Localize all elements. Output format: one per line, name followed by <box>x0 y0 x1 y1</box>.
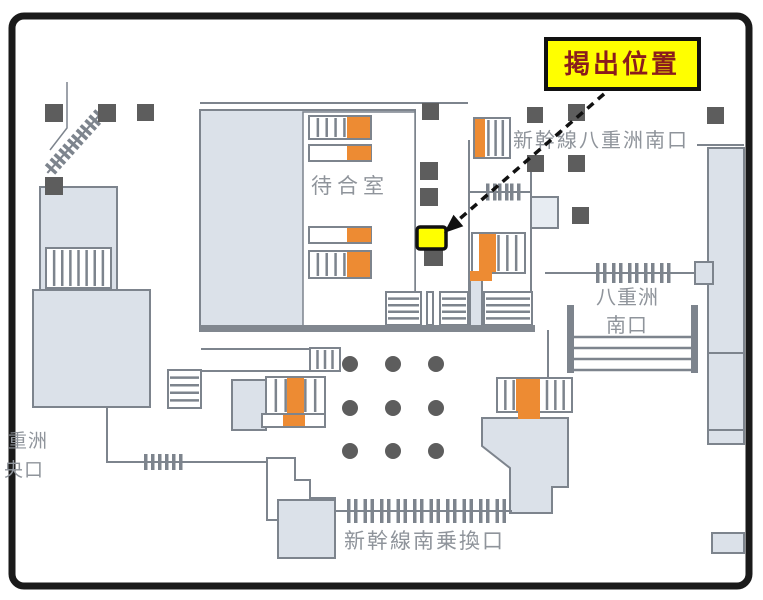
escalator-orange-segment <box>479 234 496 272</box>
stair-unit <box>426 291 434 326</box>
callout-arrow <box>444 92 606 233</box>
pillar <box>45 104 63 122</box>
gate-end-box <box>694 261 714 285</box>
stair-unit <box>439 291 469 326</box>
pillar <box>137 104 154 121</box>
stair-unit <box>483 291 533 326</box>
escalator-orange-segment <box>347 146 371 160</box>
concourse-wall <box>200 325 535 332</box>
pillar <box>422 103 439 120</box>
label-waiting-room: 待合室 <box>311 175 389 198</box>
column-dot <box>342 356 358 372</box>
corridor-strip <box>469 279 483 328</box>
stair-unit <box>265 376 326 415</box>
escalator-orange-segment <box>475 119 485 157</box>
label-shinkansen-south-transfer-gate: 新幹線南乗換口 <box>344 530 505 553</box>
label-yaesu: 八重洲 <box>596 286 659 309</box>
pillar <box>568 155 585 172</box>
stair-unit <box>470 232 526 281</box>
escalator-orange-segment <box>470 271 492 281</box>
column-dot <box>385 400 401 416</box>
column-dot <box>342 443 358 459</box>
gate-chain <box>144 454 183 470</box>
stair-unit <box>308 226 372 244</box>
center-landing-block <box>231 379 267 431</box>
label-shinkansen-yaesu-south-exit: 新幹線八重洲南口 <box>513 128 689 152</box>
pillar <box>98 104 116 122</box>
pillar <box>572 207 589 224</box>
stairs-escalators <box>45 115 573 428</box>
stair-unit <box>473 117 511 159</box>
gate-chain <box>44 109 106 175</box>
south-structure-block <box>277 499 336 559</box>
pillar <box>527 155 544 172</box>
pillar <box>424 247 443 266</box>
column-dot <box>385 443 401 459</box>
escalator-orange-segment <box>347 252 370 277</box>
stair-unit <box>308 115 372 140</box>
stair-unit <box>308 250 372 279</box>
southeast-structure <box>481 417 569 514</box>
column-dot <box>342 400 358 416</box>
pillar <box>45 177 63 195</box>
escalator-orange-segment <box>516 379 540 411</box>
column-dot <box>385 356 401 372</box>
stair-unit <box>309 347 341 372</box>
posting-position-callout: 掲出位置 <box>544 37 701 91</box>
right-platform-block <box>707 147 745 445</box>
posting-position-marker <box>415 225 448 251</box>
callout-label: 掲出位置 <box>564 49 680 79</box>
gate-chain <box>486 183 521 201</box>
escalator-orange-segment <box>287 378 304 413</box>
escalator-orange-segment <box>518 410 540 419</box>
pillars <box>45 103 724 266</box>
escalator-orange-segment <box>347 228 371 242</box>
pillar <box>527 107 543 123</box>
corridor-side-box <box>530 196 559 229</box>
column-dots <box>342 356 444 459</box>
stair-unit <box>308 144 372 162</box>
escalator-orange-segment <box>347 117 370 138</box>
pillar <box>568 104 585 121</box>
stair-unit <box>385 291 422 326</box>
callout-arrow-line <box>454 92 606 224</box>
pillar <box>420 162 438 180</box>
stair-unit <box>261 413 326 428</box>
left-lower-block <box>32 289 151 408</box>
map-labels: 新幹線八重洲南口 待合室 八重洲 南口 新幹線南乗換口 重洲 央口 <box>4 128 689 553</box>
ticket-gates <box>44 109 671 523</box>
label-yaesu-central-top: 重洲 <box>8 430 48 452</box>
column-dot <box>428 443 444 459</box>
gate-chain <box>596 263 671 283</box>
label-south-exit: 南口 <box>606 314 648 337</box>
callout-arrowhead-icon <box>444 214 464 233</box>
pillar <box>707 107 724 124</box>
label-yaesu-central-bottom: 央口 <box>4 459 44 481</box>
callout-box <box>544 37 701 91</box>
escalator-orange-segment <box>283 415 305 426</box>
right-small-block <box>711 532 745 554</box>
column-dot <box>428 356 444 372</box>
stair-unit <box>496 377 573 419</box>
pillar <box>420 188 438 206</box>
stair-unit <box>167 369 202 409</box>
gate-chain <box>347 499 506 523</box>
stair-unit <box>45 247 112 289</box>
column-dot <box>428 400 444 416</box>
